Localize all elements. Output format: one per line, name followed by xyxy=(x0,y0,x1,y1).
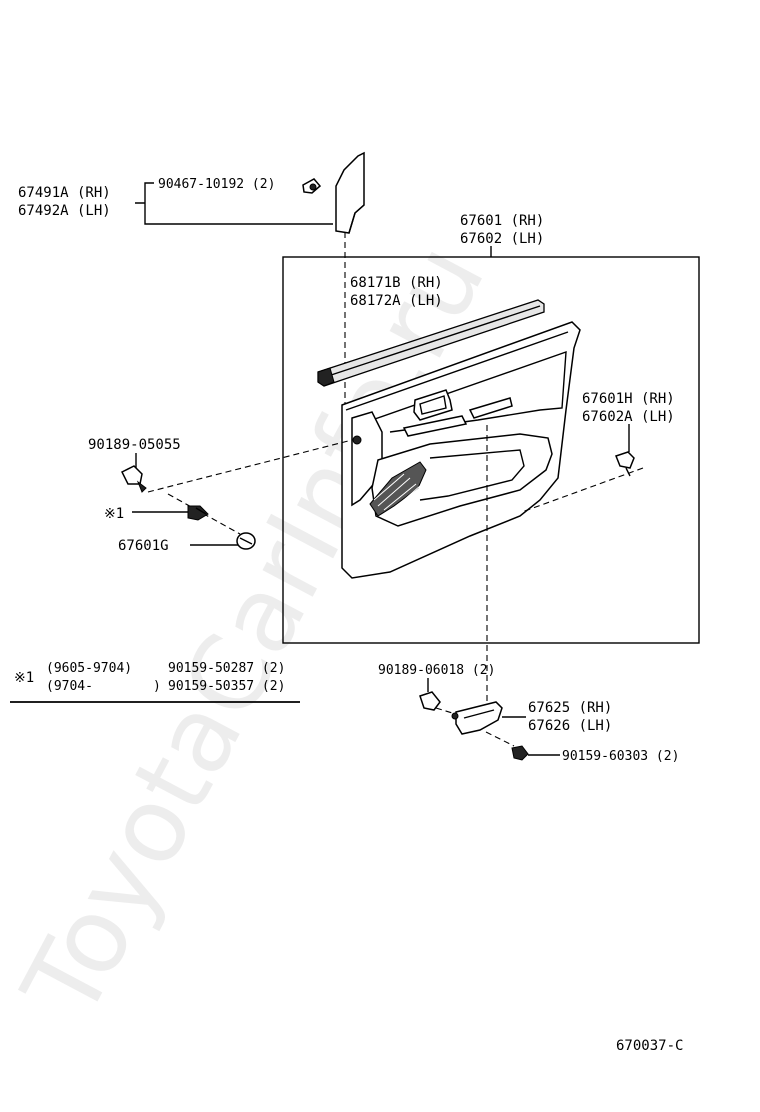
cap-label: 67601G xyxy=(118,538,169,554)
footnote-range-1: (9605-9704) xyxy=(46,661,132,676)
footnote-part-1: 90159-50287 (2) xyxy=(168,661,285,676)
pull-rh-label: 67625 (RH) xyxy=(528,700,612,716)
left-clip-dashline xyxy=(147,439,353,493)
door-garnish-part xyxy=(335,151,365,234)
weatherstrip-part xyxy=(317,299,545,387)
clip-bottom-label: 90189-06018 (2) xyxy=(378,663,495,678)
pull-screw-label: 90159-60303 (2) xyxy=(562,749,679,764)
panel-assembly-box xyxy=(282,256,700,644)
pull-screw-dashline xyxy=(485,731,515,747)
right-clip-dashline xyxy=(521,467,644,513)
pull-lh-label: 67626 (LH) xyxy=(528,718,612,734)
clip-bottom-part xyxy=(419,691,441,711)
pull-screw-part xyxy=(511,745,529,761)
visor-leader xyxy=(135,182,333,225)
panel-rh-label: 67601 (RH) xyxy=(460,213,544,229)
visor-rh-label: 67491A (RH) xyxy=(18,185,111,201)
cap-part xyxy=(236,532,256,550)
footnote: ※1 (9605-9704) 90159-50287 (2) (9704- ) … xyxy=(10,661,300,703)
diagram-code: 670037-C xyxy=(616,1038,683,1054)
footnote-range-2: (9704- xyxy=(46,679,93,694)
board-clip-right xyxy=(615,451,635,477)
board-lh-label: 67602A (LH) xyxy=(582,409,675,425)
pull-handle-part xyxy=(451,701,503,735)
screw-note-label: ※1 xyxy=(104,506,124,522)
visor-screw xyxy=(302,178,322,194)
visor-label-group: 67491A (RH) 67492A (LH) 90467-10192 (2) xyxy=(18,177,333,225)
clip-left-label: 90189-05055 xyxy=(88,437,181,453)
footnote-mark: ※1 xyxy=(14,670,34,686)
weatherstrip-lh-label: 68172A (LH) xyxy=(350,293,443,309)
inside-handle xyxy=(413,389,453,421)
weatherstrip-rh-label: 68171B (RH) xyxy=(350,275,443,291)
footnote-range-2-close: ) xyxy=(153,679,161,694)
visor-screw-label: 90467-10192 (2) xyxy=(158,177,275,192)
visor-lh-label: 67492A (LH) xyxy=(18,203,111,219)
trim-screw-part xyxy=(187,505,209,521)
clip-left-part xyxy=(120,465,147,493)
footnote-part-2: 90159-50357 (2) xyxy=(168,679,285,694)
panel-lh-label: 67602 (LH) xyxy=(460,231,544,247)
door-trim-panel xyxy=(341,321,581,579)
board-rh-label: 67601H (RH) xyxy=(582,391,675,407)
